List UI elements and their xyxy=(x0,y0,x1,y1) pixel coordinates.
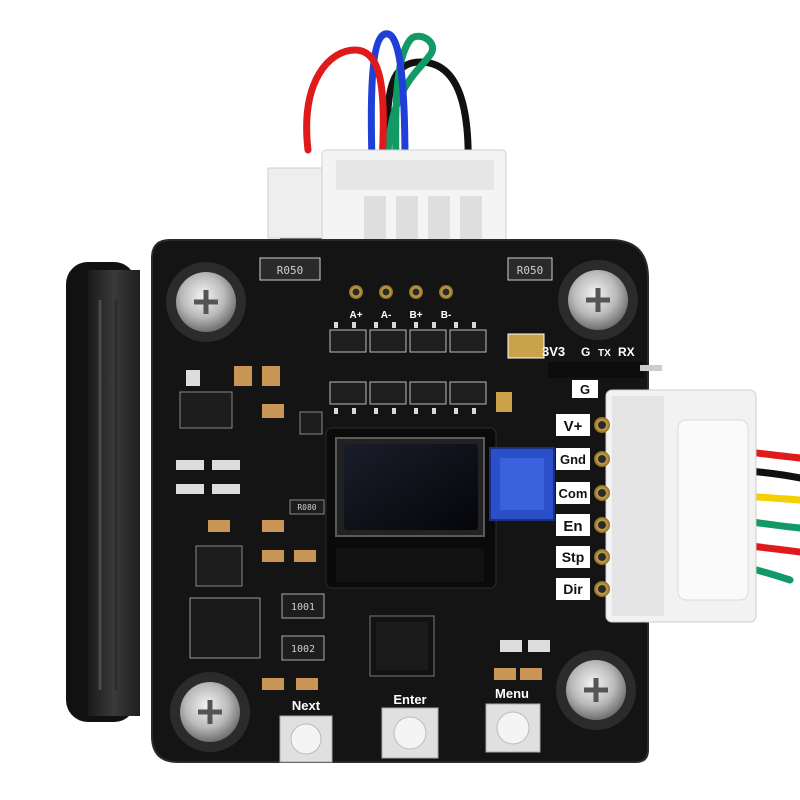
io-pin-pads xyxy=(594,417,610,597)
menu-button[interactable]: Menu xyxy=(485,686,541,753)
ground-label: G xyxy=(580,382,590,397)
motor-pin-pads: A+ A- B+ B- xyxy=(349,285,453,321)
next-button[interactable]: Next xyxy=(279,698,333,763)
mosfet-array xyxy=(329,329,487,405)
stepper-motor-body xyxy=(66,262,140,722)
next-button-label: Next xyxy=(292,698,321,713)
pin-label-en: En xyxy=(563,518,582,535)
resistor-r080: R080 xyxy=(289,499,325,515)
smd-components xyxy=(176,333,550,690)
pin-label-gnd: Gnd xyxy=(560,452,586,467)
phillips-screw-icon xyxy=(556,650,636,730)
header-label-3v3: 3V3 xyxy=(542,344,565,359)
motor-wires xyxy=(303,30,472,176)
shunt-resistor-right: R050 xyxy=(507,257,553,281)
header-label-rx: RX xyxy=(618,345,635,359)
enter-button[interactable]: Enter xyxy=(381,692,439,759)
pin-label-v-plus: V+ xyxy=(564,418,583,435)
header-label-g: G xyxy=(581,345,590,359)
phillips-screw-icon xyxy=(558,260,638,340)
chip-pins xyxy=(334,322,476,414)
resistor-label: R050 xyxy=(277,264,304,277)
header-label-tx: TX xyxy=(598,348,611,359)
pin-label-a-plus: A+ xyxy=(349,310,362,321)
resistor-r080-label: R080 xyxy=(297,503,316,512)
resistor-1002: 1002 xyxy=(281,635,325,661)
shunt-resistor-left: R050 xyxy=(259,257,321,281)
oled-display xyxy=(325,427,497,589)
potentiometer xyxy=(489,447,555,521)
serial-header: 3V3 G TX RX G xyxy=(542,344,662,398)
pin-label-com: Com xyxy=(559,486,588,501)
enter-button-label: Enter xyxy=(393,692,426,707)
io-pin-labels: V+ Gnd Com En Stp Dir xyxy=(556,414,590,600)
pin-label-dir: Dir xyxy=(563,581,583,597)
pin-label-stp: Stp xyxy=(562,549,585,565)
resistor-1002-label: 1002 xyxy=(291,644,315,655)
qfn-chip xyxy=(369,615,435,677)
resistor-1001-label: 1001 xyxy=(291,602,315,613)
pin-label-b-plus: B+ xyxy=(409,310,422,321)
resistor-label: R050 xyxy=(517,264,544,277)
pin-label-b-minus: B- xyxy=(441,310,452,321)
driver-chips xyxy=(179,391,323,659)
pin-label-a-minus: A- xyxy=(381,310,392,321)
menu-button-label: Menu xyxy=(495,686,529,701)
phillips-screw-icon xyxy=(170,672,250,752)
resistor-1001: 1001 xyxy=(281,593,325,619)
phillips-screw-icon xyxy=(166,262,246,342)
side-jst-connector xyxy=(605,389,757,623)
